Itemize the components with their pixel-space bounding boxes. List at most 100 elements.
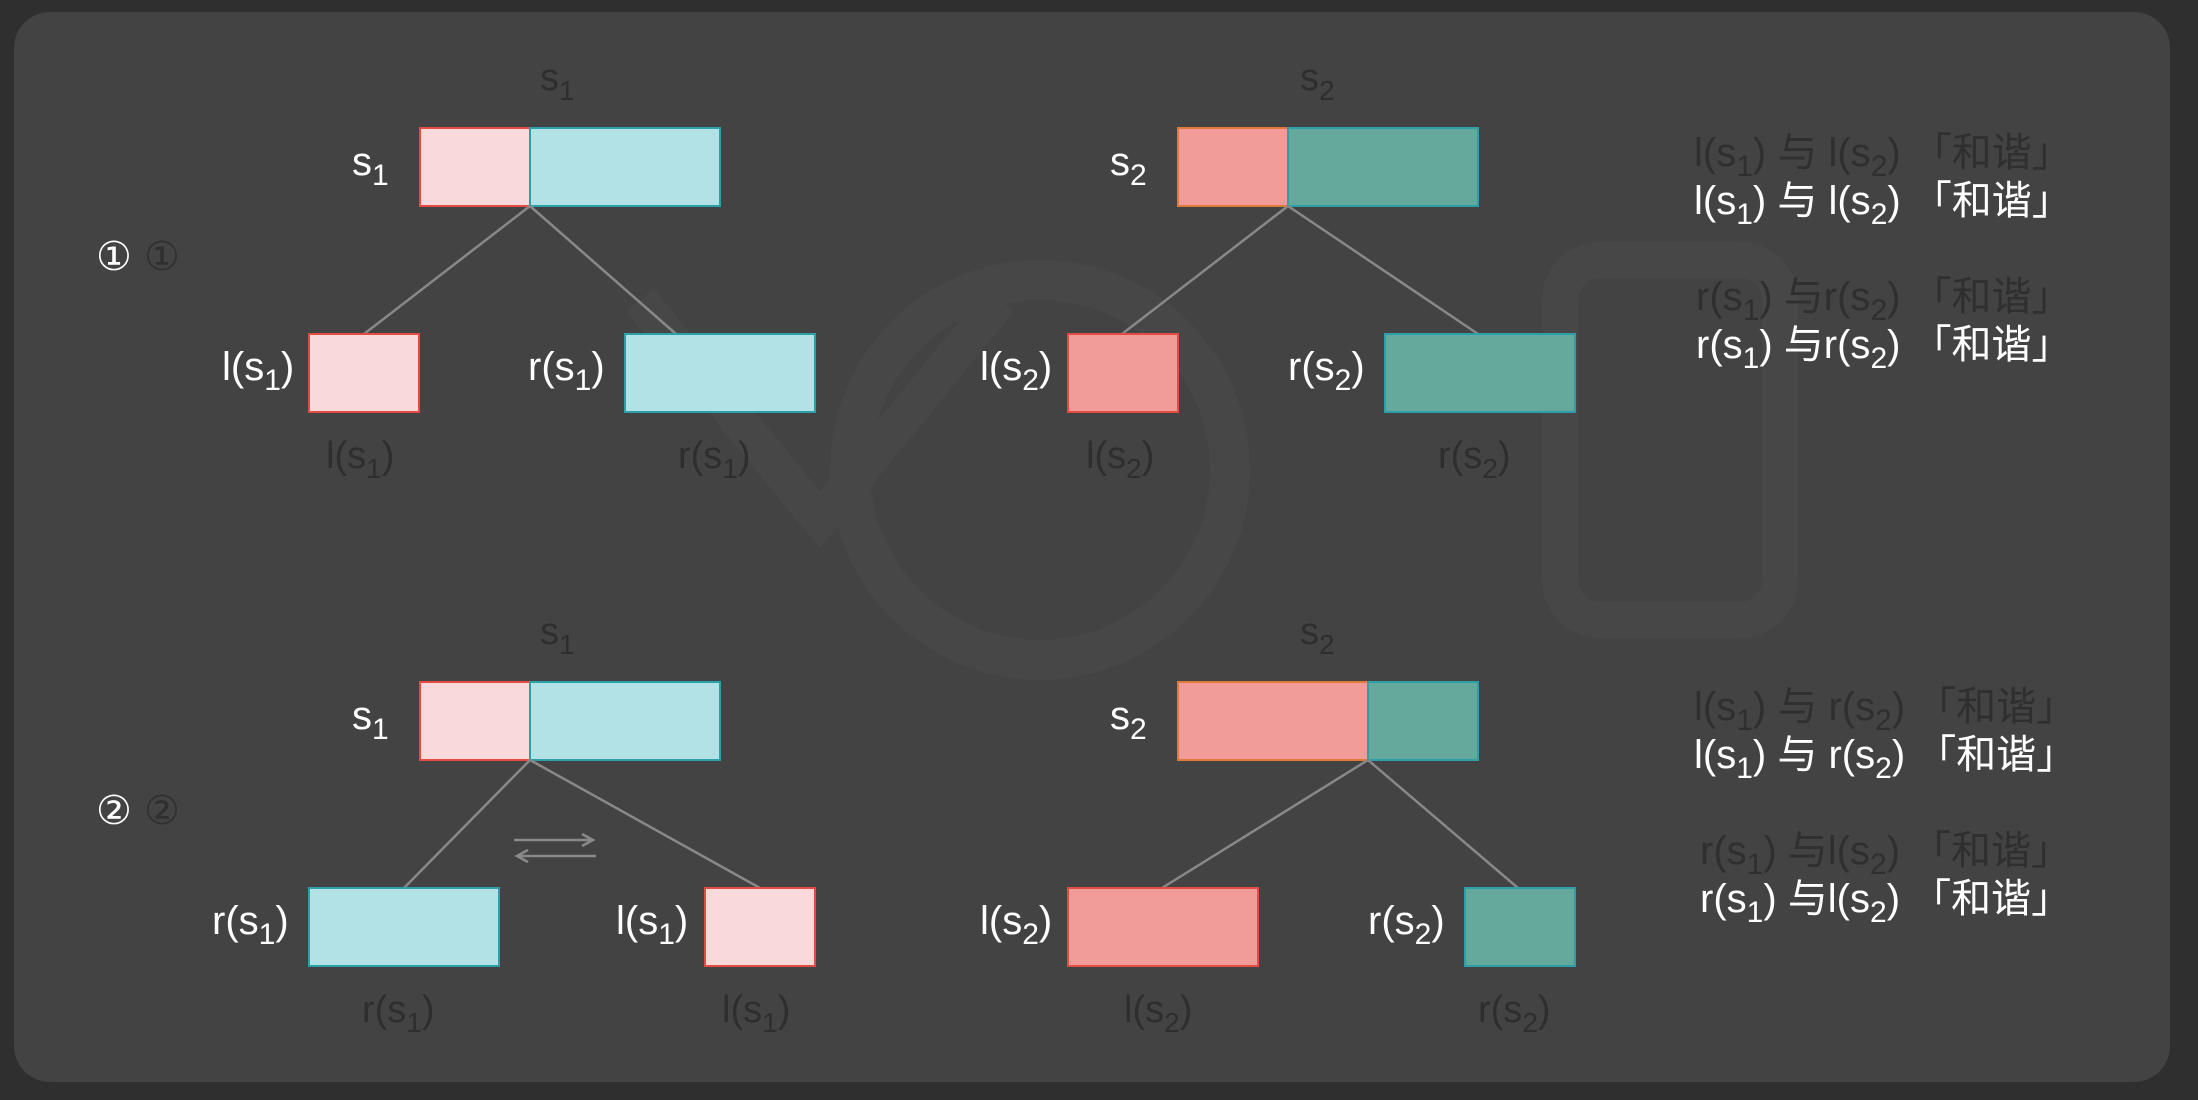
child-label: l — [980, 345, 989, 389]
statement: l(s1) 与 r(s2) 「和谐」 — [1694, 733, 2076, 785]
child-left-box — [308, 333, 420, 413]
ghost-root-sub: 2 — [1319, 629, 1335, 660]
child-label: r — [528, 345, 541, 389]
statement: l(s1) 与 l(s2) 「和谐」 — [1694, 179, 2072, 231]
child-label: r — [212, 899, 225, 943]
svg-text:s1: s1 — [540, 611, 575, 660]
edge-left — [1161, 758, 1369, 890]
ghost-child-label: r — [1438, 435, 1451, 477]
row-2: ② ② s1 s1 r(s1) r(s1) — [96, 611, 2076, 1038]
child-left-box — [1067, 887, 1259, 967]
row-1: ① ① s1 s1 l(s1) l(s1) r(s1) r(s1) — [96, 57, 2072, 484]
child-label: l — [980, 899, 989, 943]
ghost-root-label: s — [540, 57, 559, 99]
ghost-root-sub: 1 — [559, 629, 575, 660]
svg-text:l(s1): l(s1) — [722, 989, 790, 1038]
edge-right — [529, 758, 761, 890]
tree-s1: s1 s1 r(s1) r(s1) l(s1) — [212, 611, 816, 1038]
edge-left — [403, 759, 531, 889]
child-left-box — [1067, 333, 1179, 413]
statement-ghost: r(s1) 与l(s2) 「和谐」 — [1700, 829, 2071, 881]
tree-s2: s2 s2 l(s2) l(s2) r(s2) r(s2) — [980, 611, 1576, 1038]
svg-text:r(s1): r(s1) — [528, 345, 605, 397]
edge-left — [363, 205, 531, 335]
ghost-root-sub: 2 — [1319, 75, 1335, 106]
svg-text:r(s1): r(s1) — [212, 899, 289, 951]
watermark — [626, 242, 1798, 680]
root-label: s — [1110, 694, 1130, 738]
svg-text:l(s2): l(s2) — [980, 345, 1052, 397]
child-right-box — [704, 887, 816, 967]
ghost-child-label: r — [1478, 989, 1491, 1031]
statement-ghost: l(s1) 与 r(s2) 「和谐」 — [1694, 685, 2076, 737]
child-right-box — [1464, 887, 1576, 967]
row-marker: ① — [96, 235, 132, 279]
swap-arrows-icon — [514, 832, 596, 864]
root-label: s — [352, 694, 372, 738]
s2-right-segment — [1367, 681, 1479, 761]
edge-right — [1287, 204, 1479, 336]
root-label: s — [352, 140, 372, 184]
svg-text:r(s2): r(s2) — [1368, 899, 1445, 951]
s1-left-segment — [419, 681, 531, 761]
ghost-child-label: l — [1124, 989, 1132, 1031]
statements: l(s1) 与 r(s2) 「和谐」 l(s1) 与 r(s2) 「和谐」 r(… — [1694, 685, 2076, 929]
root-label: s — [1110, 140, 1130, 184]
s1-right-segment — [529, 681, 721, 761]
svg-text:r(s1): r(s1) — [362, 989, 435, 1038]
root-sub: 1 — [372, 159, 389, 192]
row-marker-ghost: ① — [144, 235, 180, 279]
svg-text:l(s1): l(s1) — [326, 435, 394, 484]
child-right-box — [1384, 333, 1576, 413]
s2-left-segment — [1177, 681, 1369, 761]
tree-s1: s1 s1 l(s1) l(s1) r(s1) r(s1) — [222, 57, 816, 484]
ghost-root-label: s — [1300, 57, 1319, 99]
root-sub: 1 — [372, 713, 389, 746]
ghost-child-label: r — [362, 989, 375, 1031]
edge-right — [1367, 759, 1519, 889]
svg-text:s1: s1 — [352, 140, 389, 192]
statement-ghost: r(s1) 与r(s2) 「和谐」 — [1696, 275, 2072, 327]
child-label: l — [616, 899, 625, 943]
svg-text:r(s2): r(s2) — [1288, 345, 1365, 397]
row-marker: ② — [96, 789, 132, 833]
svg-text:l(s1): l(s1) — [222, 345, 294, 397]
svg-text:l(s2): l(s2) — [1086, 435, 1154, 484]
ghost-root-sub: 1 — [559, 75, 575, 106]
s1-right-segment — [529, 127, 721, 207]
svg-text:s2: s2 — [1110, 694, 1147, 746]
statement: r(s1) 与r(s2) 「和谐」 — [1696, 323, 2072, 375]
child-label: r — [1288, 345, 1301, 389]
svg-text:r(s2): r(s2) — [1438, 435, 1511, 484]
edge-left — [1121, 205, 1289, 335]
svg-text:s1: s1 — [352, 694, 389, 746]
child-label: r — [1368, 899, 1381, 943]
svg-text:l(s2): l(s2) — [1124, 989, 1192, 1038]
ghost-child-label: l — [1086, 435, 1094, 477]
row-marker-ghost: ② — [144, 789, 180, 833]
svg-text:l(s1): l(s1) — [616, 899, 688, 951]
ghost-child-label: r — [678, 435, 691, 477]
tree-s2: s2 s2 l(s2) l(s2) r(s2) r(s2) — [980, 57, 1576, 484]
ghost-root-label: s — [540, 611, 559, 653]
statement-ghost: l(s1) 与 l(s2) 「和谐」 — [1694, 131, 2072, 183]
edge-right — [529, 205, 677, 335]
ghost-child-label: l — [326, 435, 334, 477]
svg-text:s2: s2 — [1300, 57, 1335, 106]
root-sub: 2 — [1130, 713, 1147, 746]
statement: r(s1) 与l(s2) 「和谐」 — [1700, 877, 2071, 929]
svg-text:s2: s2 — [1300, 611, 1335, 660]
child-left-box — [308, 887, 500, 967]
svg-text:s2: s2 — [1110, 140, 1147, 192]
s1-left-segment — [419, 127, 531, 207]
ghost-root-label: s — [1300, 611, 1319, 653]
statements: l(s1) 与 l(s2) 「和谐」 l(s1) 与 l(s2) 「和谐」 r(… — [1694, 131, 2072, 375]
s2-left-segment — [1177, 127, 1289, 207]
child-label: l — [222, 345, 231, 389]
child-right-box — [624, 333, 816, 413]
root-sub: 2 — [1130, 159, 1147, 192]
ghost-child-label: l — [722, 989, 730, 1031]
svg-text:r(s2): r(s2) — [1478, 989, 1551, 1038]
